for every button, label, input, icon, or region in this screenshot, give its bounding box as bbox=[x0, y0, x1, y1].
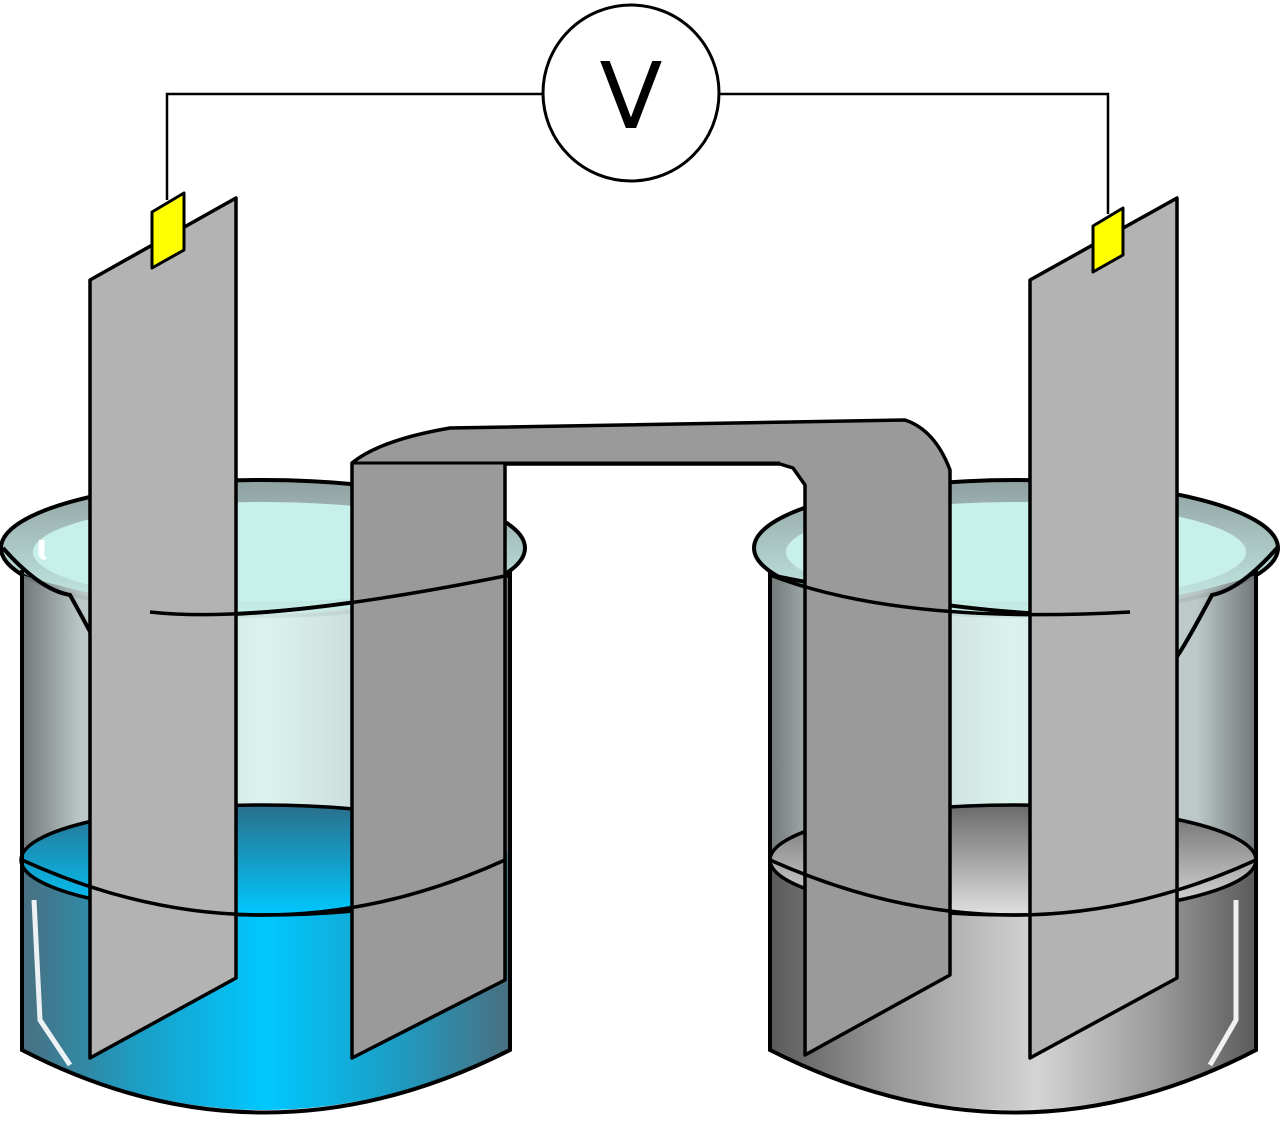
circuit-wire bbox=[165, 92, 1110, 214]
voltmeter-symbol: V bbox=[600, 43, 663, 150]
right-clip bbox=[1091, 206, 1125, 274]
front-surface-lines bbox=[21, 573, 1257, 917]
left-electrode bbox=[88, 196, 238, 1060]
salt-bridge bbox=[350, 418, 952, 1060]
voltmeter: V bbox=[541, 3, 721, 183]
left-clip bbox=[150, 191, 186, 270]
right-electrode bbox=[1028, 196, 1179, 1060]
